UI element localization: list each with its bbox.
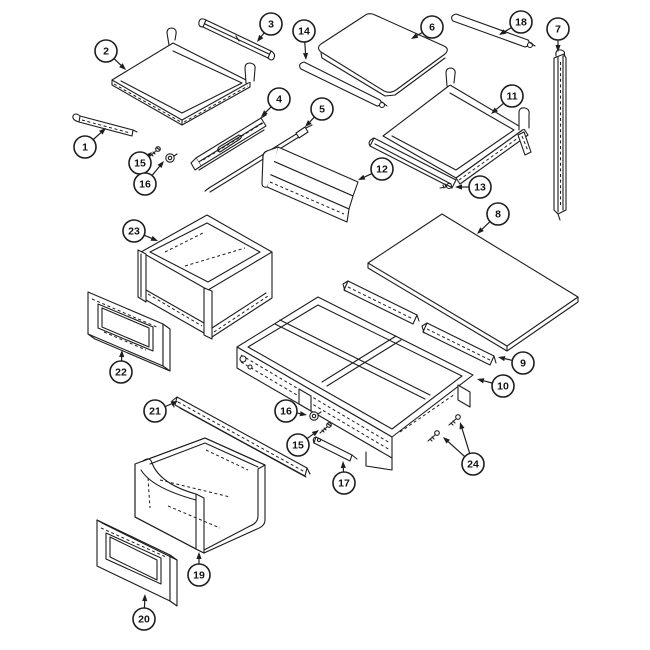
callout-number-6: 6 [429,22,435,34]
callout-number-24: 24 [467,459,479,471]
part-15-screw-lower [319,422,332,434]
part-13-screw [439,182,453,190]
callout-17: 17 [332,461,356,495]
callout-number-1: 1 [82,142,88,154]
callout-number-16-lower: 16 [280,406,292,418]
part-5-support-rod [204,124,313,193]
callout-number-5: 5 [319,104,325,116]
callout-number-3: 3 [268,19,274,31]
part-24-screw-pair [427,414,461,442]
callout-3: 3 [257,12,283,42]
callout-8: 8 [477,202,510,234]
part-7-mounting-rail [553,49,567,221]
callout-13: 13 [455,175,492,199]
callout-20: 20 [132,594,156,631]
callout-1: 1 [73,128,106,159]
callout-23: 23 [122,219,158,243]
part-16-grommet-upper [165,153,178,163]
part-11-shelf-frame [368,67,532,189]
callout-6: 6 [411,15,444,39]
part-9-shelf-rail-right [421,322,497,366]
callout-24: 24 [443,422,485,476]
part-10-shelf-frame-assembly [236,296,474,471]
part-3-rear-trim-bracket [198,18,276,61]
callout-number-4: 4 [276,94,282,106]
part-1-support-rail [72,113,138,137]
callout-number-19: 19 [193,570,205,582]
callout-number-9: 9 [520,358,526,370]
callout-number-8: 8 [495,209,501,221]
callout-18: 18 [499,10,533,35]
part-9-shelf-rail-left [342,280,420,325]
callout-21: 21 [143,399,178,423]
callout-19: 19 [187,552,211,587]
callout-number-15-lower: 15 [292,440,304,452]
callout-11: 11 [491,84,524,114]
callout-16-upper: 16 [133,161,164,196]
part-12-door-bin [261,146,359,223]
callout-15-lower: 15 [286,430,319,457]
callout-5: 5 [305,97,334,127]
callout-number-12: 12 [376,164,388,176]
part-22-drawer-front-panel [87,291,171,372]
part-6-glass-shelf [317,13,448,97]
part-8-glass-shelf [367,213,579,352]
part-4-trim-rail [190,114,267,171]
callout-15-upper: 15 [128,151,152,175]
part-19-crisper-drawer [134,437,266,554]
callout-number-13: 13 [474,182,486,194]
callout-number-2: 2 [103,46,109,58]
callout-4: 4 [261,87,291,117]
part-23-drawer-pan [137,214,273,340]
callout-22: 22 [109,350,133,384]
callout-number-7: 7 [555,24,561,36]
callout-number-22: 22 [115,367,127,379]
callout-number-10: 10 [497,381,509,393]
callout-number-20: 20 [138,614,150,626]
callout-10: 10 [477,374,515,398]
part-2-shelf-frame [111,27,256,126]
callout-number-14: 14 [298,26,310,38]
part-20-crisper-front-panel [96,519,178,607]
callout-2: 2 [94,39,126,70]
callout-number-23: 23 [128,226,140,238]
part-18-roller-tube [451,13,536,49]
callout-14: 14 [292,19,316,60]
part-16-grommet-lower [309,411,322,421]
callout-number-15-upper: 15 [134,158,146,170]
callout-number-18: 18 [515,17,527,29]
part-17-link-strip [312,436,358,462]
callout-12: 12 [358,157,394,181]
callout-number-17: 17 [338,478,350,490]
callout-9: 9 [498,351,535,375]
callout-number-11: 11 [506,91,517,103]
callout-number-16-upper: 16 [139,179,151,191]
part-15-screw-upper [148,146,161,158]
part-14-roller-tube [299,61,388,109]
callout-number-21: 21 [149,406,161,418]
callout-16-lower: 16 [274,399,307,423]
callout-7: 7 [546,17,570,52]
